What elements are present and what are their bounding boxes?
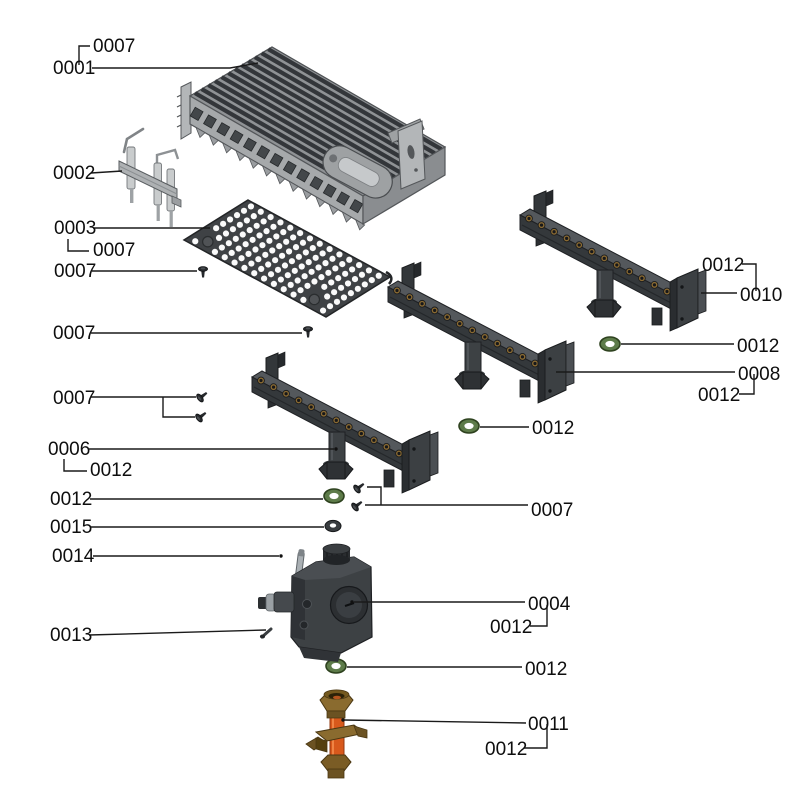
callout-0012-a: 0012: [63, 459, 132, 481]
part-number-label: 0012: [737, 336, 779, 357]
part-number-label: 0007: [53, 323, 95, 344]
part-0012-oring-illustration: [458, 418, 480, 434]
part-0007-screw-illustration: [351, 479, 368, 495]
part-number-label: 0012: [490, 617, 532, 638]
part-number-label: 0013: [50, 625, 92, 646]
part-number-label: 0012: [90, 460, 132, 481]
part-0007-screw-illustration: [193, 408, 210, 424]
callout-0007-e: 0007: [53, 388, 196, 418]
part-0007-screw-illustration: [302, 326, 314, 338]
part-0015-washer-illustration: [324, 519, 342, 533]
burner-front-slots: [189, 106, 366, 231]
callout-0010: 0010: [701, 285, 782, 306]
part-number-label: 0012: [485, 739, 527, 760]
part-0004-gas-valve-illustration: [258, 543, 373, 662]
part-number-label: 0003: [54, 218, 96, 239]
part-0003-burner-plate-illustration: [182, 199, 393, 318]
callout-0012-e: 0012: [698, 374, 755, 406]
callout-0012-i: 0012: [485, 724, 548, 760]
part-0007-screw-illustration: [197, 266, 209, 278]
callouts: 0007 0001 0002 0003 0007 0007 0007 0007: [48, 36, 782, 760]
part-number-label: 0007: [53, 388, 95, 409]
part-0007-screw-illustration: [349, 497, 366, 513]
part-0012-oring-illustration: [599, 336, 621, 352]
part-0008-burner-rail-illustration: [387, 261, 575, 404]
part-number-label: 0008: [738, 364, 780, 385]
callout-0007-f: 0007: [365, 486, 573, 521]
callout-0012-c: 0012: [702, 255, 757, 291]
part-number-label: 0014: [52, 546, 95, 567]
callout-0012-d: 0012: [621, 336, 779, 357]
callout-0004: 0004: [350, 594, 571, 615]
part-0012-oring-illustration: [323, 488, 345, 504]
part-0013-pin-illustration: [259, 627, 273, 639]
part-number-label: 0006: [48, 439, 90, 460]
callout-0012-f: 0012: [480, 418, 574, 439]
callout-0012-h: 0012: [347, 659, 567, 680]
part-number-label: 0012: [702, 255, 744, 276]
part-number-label: 0012: [525, 659, 567, 680]
callout-0008: 0008: [556, 364, 780, 385]
part-number-label: 0011: [528, 714, 569, 735]
part-0002-electrode-illustration: [118, 127, 182, 227]
part-number-label: 0015: [50, 517, 92, 538]
part-number-label: 0012: [532, 418, 574, 439]
callout-0002: 0002: [53, 163, 123, 184]
callout-0015: 0015: [50, 517, 324, 538]
callout-0012-b: 0012: [50, 489, 323, 510]
part-0010-burner-rail-illustration: [519, 189, 707, 332]
callout-0014: 0014: [52, 546, 283, 567]
part-number-label: 0007: [531, 500, 573, 521]
callout-0007-d: 0007: [53, 323, 302, 344]
callout-0007-c: 0007: [54, 261, 197, 282]
callout-0013: 0013: [50, 625, 267, 646]
part-0011-gas-pipe-illustration: [305, 689, 368, 779]
part-number-label: 0007: [93, 36, 135, 57]
part-number-label: 0002: [53, 163, 95, 184]
callout-0007-b: 0007: [67, 239, 135, 261]
part-0006-burner-rail-illustration: [251, 351, 439, 494]
part-0001-burner-assembly-illustration: [176, 46, 447, 231]
callout-0007-a: 0007: [78, 36, 135, 65]
callout-0006: 0006: [48, 439, 338, 460]
part-number-label: 0007: [54, 261, 96, 282]
callout-0003: 0003: [54, 218, 210, 239]
part-number-label: 0007: [93, 240, 135, 261]
part-number-label: 0010: [740, 285, 782, 306]
part-number-label: 0012: [50, 489, 92, 510]
part-0007-screw-illustration: [194, 388, 211, 404]
callout-0001: 0001: [53, 58, 259, 79]
callout-0011: 0011: [341, 714, 569, 735]
plate-holes: [192, 203, 382, 314]
callout-0012-g: 0012: [490, 605, 548, 638]
part-number-label: 0012: [698, 385, 740, 406]
burner-tube-end: [322, 145, 393, 199]
part-number-label: 0004: [528, 594, 571, 615]
part-number-label: 0001: [53, 58, 95, 79]
